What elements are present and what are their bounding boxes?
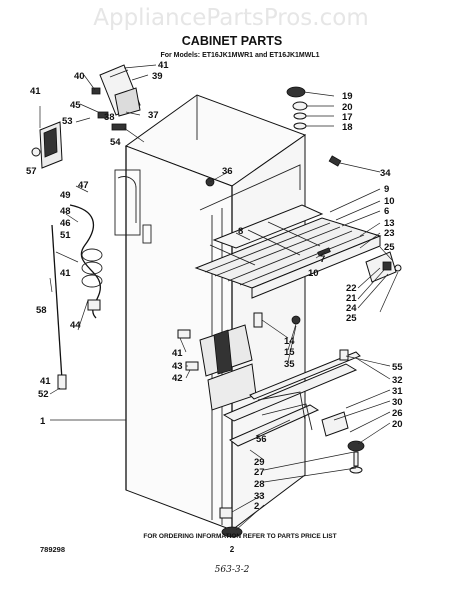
callout: 51 xyxy=(60,230,71,241)
callout: 52 xyxy=(38,389,49,400)
callout: 37 xyxy=(148,110,159,121)
doc-number: 789298 xyxy=(40,545,65,554)
callout: 43 xyxy=(172,361,183,372)
callout: 25 xyxy=(384,242,395,253)
callout: 34 xyxy=(380,168,391,179)
callout: 21 xyxy=(346,293,357,304)
callout: 1 xyxy=(40,416,46,427)
callout: 38 xyxy=(104,112,115,123)
callout: 54 xyxy=(110,137,121,148)
callout: 25 xyxy=(346,313,357,324)
callout: 40 xyxy=(74,71,85,82)
callout: 41 xyxy=(40,376,51,387)
callout: 28 xyxy=(254,479,265,490)
callout: 29 xyxy=(254,457,265,468)
callout-labels: 41 40 39 41 45 38 37 53 36 54 57 47 49 4… xyxy=(26,60,403,512)
watermark: AppliancePartsPros.com xyxy=(93,5,368,31)
model-numbers: For Models: ET16JK1MWR1 and ET16JK1MWL1 xyxy=(160,52,319,59)
callout: 33 xyxy=(254,491,265,502)
handwritten-code: 563-3-2 xyxy=(215,565,250,575)
callout: 44 xyxy=(70,320,81,331)
callout: 39 xyxy=(152,71,163,82)
callout: 10 xyxy=(308,268,319,279)
callout: 56 xyxy=(256,434,267,445)
callout: 7 xyxy=(320,254,325,265)
callout: 30 xyxy=(392,397,403,408)
callout: 35 xyxy=(284,359,295,370)
hinge-bracket-left xyxy=(31,121,63,169)
callout: 55 xyxy=(392,362,403,373)
callout: 20 xyxy=(342,102,353,113)
callout: 53 xyxy=(62,116,73,127)
callout: 58 xyxy=(36,305,47,316)
callout: 18 xyxy=(342,122,353,133)
callout: 10 xyxy=(384,196,395,207)
callout: 46 xyxy=(60,218,71,229)
page-title: CABINET PARTS xyxy=(182,34,282,48)
callout: 8 xyxy=(238,226,243,237)
callout: 48 xyxy=(60,206,71,217)
callout: 24 xyxy=(346,303,357,314)
shelf-frame xyxy=(194,204,382,299)
callout: 41 xyxy=(158,60,169,71)
callout: 49 xyxy=(60,190,71,201)
callout: 17 xyxy=(342,112,353,123)
callout: 13 xyxy=(384,218,395,229)
callout: 6 xyxy=(384,206,389,217)
callout: 14 xyxy=(284,336,295,347)
ordering-note: FOR ORDERING INFORMATION REFER TO PARTS … xyxy=(143,533,336,540)
callout: 45 xyxy=(70,100,81,111)
leader-lines xyxy=(39,64,399,531)
callout: 2 xyxy=(254,501,259,512)
callout: 41 xyxy=(172,348,183,359)
callout: 26 xyxy=(392,408,403,419)
callout: 23 xyxy=(384,228,395,239)
callout: 15 xyxy=(284,347,295,358)
callout: 19 xyxy=(342,91,353,102)
callout: 42 xyxy=(172,373,183,384)
cabinet-shell xyxy=(114,94,307,532)
base-rail xyxy=(249,349,361,400)
callout: 47 xyxy=(78,180,89,191)
callout: 36 xyxy=(222,166,233,177)
page-number: 2 xyxy=(230,545,235,554)
power-cord xyxy=(51,204,103,390)
callout: 41 xyxy=(60,268,71,279)
callout: 32 xyxy=(392,375,403,386)
callout: 20 xyxy=(392,419,403,430)
callout: 41 xyxy=(30,86,41,97)
callout: 9 xyxy=(384,184,389,195)
lower-assembly xyxy=(199,324,358,447)
callout: 57 xyxy=(26,166,37,177)
control-bracket xyxy=(91,64,141,131)
callout: 27 xyxy=(254,467,265,478)
callout: 22 xyxy=(346,283,357,294)
callout: 31 xyxy=(392,386,403,397)
hinge-parts-right xyxy=(365,251,402,283)
